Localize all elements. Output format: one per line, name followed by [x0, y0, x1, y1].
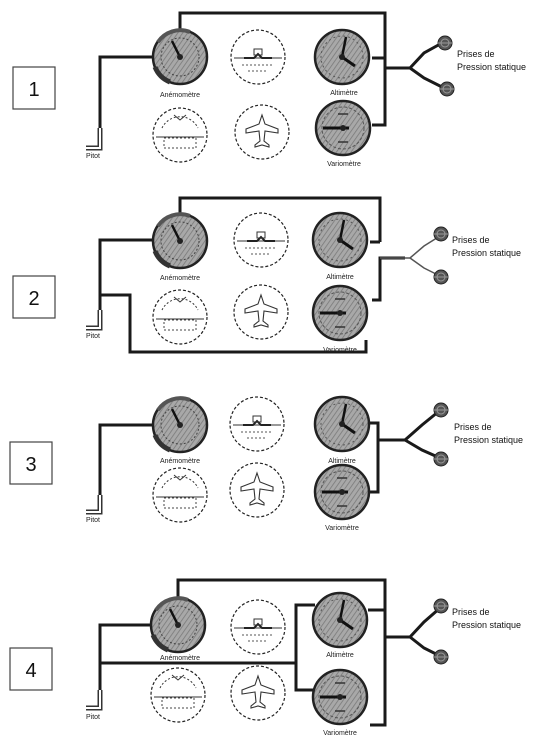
panel-number: 4: [25, 660, 36, 682]
prises-label-line2: Pression statique: [452, 248, 521, 258]
static-line: [176, 578, 410, 727]
panel-number-box: [9, 441, 53, 485]
airspeed-indicator: [153, 214, 207, 268]
horizon-indicator: [152, 289, 208, 345]
altimetre-label: Altimètre: [326, 274, 354, 281]
variometre-label: Variomètre: [323, 730, 357, 737]
pitot-line: [98, 603, 315, 708]
altimetre-label: Altimètre: [328, 458, 356, 465]
pitot-label: Pitot: [86, 714, 100, 721]
horizon-indicator: [150, 667, 206, 723]
prises-label-line2: Pression statique: [452, 620, 521, 630]
turn-coordinator: [229, 462, 285, 518]
airspeed-indicator: [153, 30, 207, 84]
static-line: [370, 421, 405, 494]
anemometre-label: Anémomètre: [160, 458, 200, 465]
pitot-label: Pitot: [86, 517, 100, 524]
static-port-lower: [439, 81, 455, 97]
pitot-label: Pitot: [86, 333, 100, 340]
static-port-branch: [408, 41, 445, 90]
airspeed-indicator: [151, 598, 205, 652]
panel-3: 3 Anémomètre Altimètre Variomètre Pitot …: [9, 395, 523, 532]
altimeter: [313, 395, 371, 453]
static-port-lower: [433, 451, 449, 467]
attitude-indicator: [229, 396, 285, 452]
pitot-line: [98, 55, 152, 148]
prises-label-line1: Prises de: [454, 422, 492, 432]
static-port-branch: [408, 606, 441, 658]
attitude-indicator: [230, 599, 286, 655]
attitude-indicator: [230, 29, 286, 85]
anemometre-label: Anémomètre: [160, 275, 200, 282]
static-port-lower: [433, 269, 449, 285]
turn-coordinator: [234, 104, 290, 160]
altimeter: [313, 28, 371, 86]
panel-number-box: [12, 66, 56, 110]
pitot-line: [98, 238, 368, 354]
static-port-upper: [433, 226, 449, 242]
pitot-label: Pitot: [86, 153, 100, 160]
vertical-speed-indicator: [311, 668, 369, 726]
static-port-lower: [433, 649, 449, 665]
vertical-speed-indicator: [314, 99, 372, 157]
variometre-label: Variomètre: [323, 347, 357, 354]
altimetre-label: Altimètre: [330, 90, 358, 97]
horizon-indicator: [152, 107, 208, 163]
panel-2: 2 Anémomètre Altimètre Variomètre Pitot …: [12, 196, 521, 354]
turn-coordinator: [230, 665, 286, 721]
attitude-indicator: [233, 212, 289, 268]
static-port-upper: [433, 598, 449, 614]
panel-4: 4 Anémomètre Altimètre Variomètre Pitot: [9, 578, 521, 737]
panel-number: 3: [25, 454, 36, 476]
static-port-branch: [380, 235, 441, 277]
airspeed-indicator: [153, 398, 207, 452]
altimetre-label: Altimètre: [326, 652, 354, 659]
prises-label-line1: Prises de: [457, 49, 495, 59]
panel-1: 1 Anémomètre Altimètre Variomètre Pitot …: [12, 11, 526, 168]
turn-coordinator: [233, 284, 289, 340]
static-port-upper: [437, 35, 453, 51]
variometre-label: Variomètre: [327, 161, 361, 168]
variometre-label: Variomètre: [325, 525, 359, 532]
panel-number-box: [12, 275, 56, 319]
prises-label-line1: Prises de: [452, 607, 490, 617]
prises-label-line1: Prises de: [452, 235, 490, 245]
panel-number: 1: [28, 79, 39, 101]
static-line: [178, 11, 410, 127]
pitot-line: [98, 423, 152, 512]
vertical-speed-indicator: [313, 463, 371, 521]
static-line: [178, 196, 405, 302]
anemometre-label: Anémomètre: [160, 92, 200, 99]
prises-label-line2: Pression statique: [454, 435, 523, 445]
panel-number-box: [9, 647, 53, 691]
vertical-speed-indicator: [311, 284, 369, 342]
static-port-branch: [404, 410, 441, 460]
anemometre-label: Anémomètre: [160, 655, 200, 662]
panel-number: 2: [28, 288, 39, 310]
static-port-upper: [433, 402, 449, 418]
prises-label-line2: Pression statique: [457, 62, 526, 72]
horizon-indicator: [152, 467, 208, 523]
altimeter: [311, 591, 369, 649]
altimeter: [311, 211, 369, 269]
